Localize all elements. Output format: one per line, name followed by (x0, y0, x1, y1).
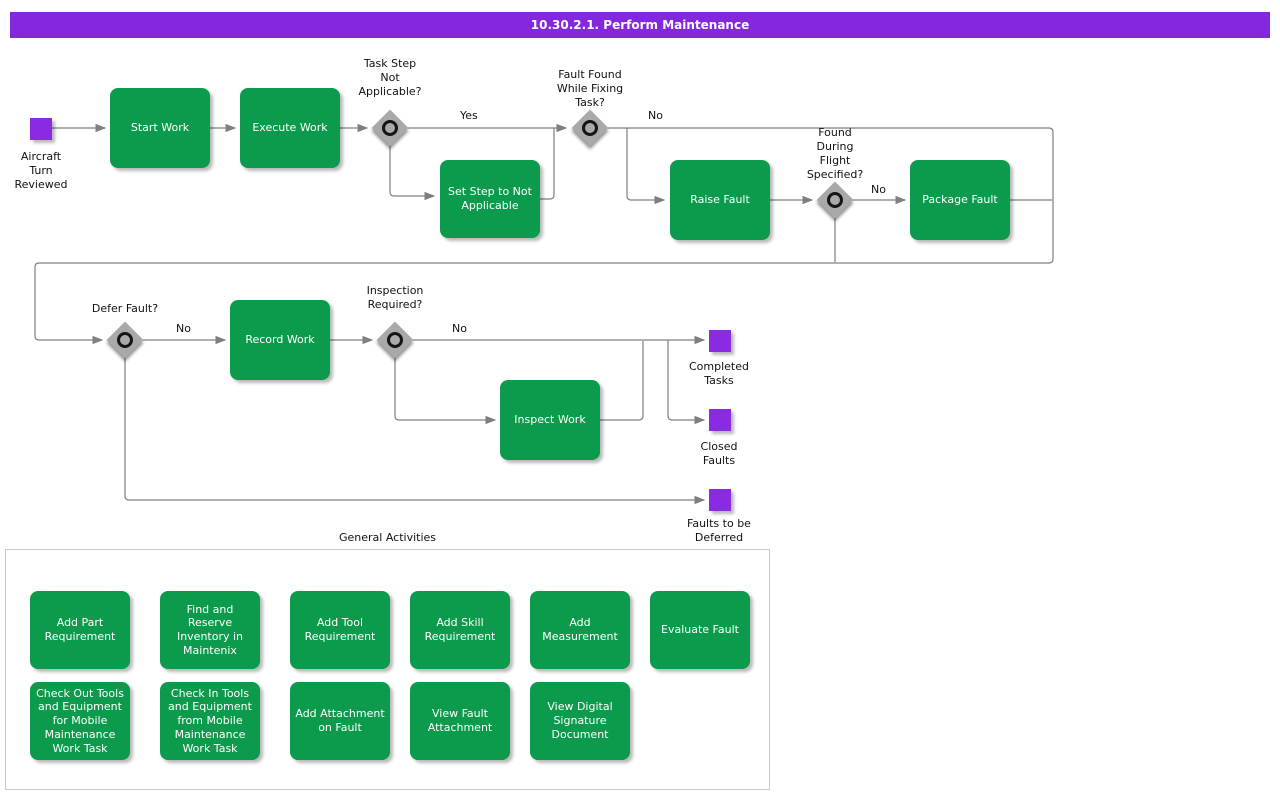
task-add-tool-requirement[interactable]: Add Tool Requirement (290, 591, 390, 669)
task-add-part-requirement[interactable]: Add Part Requirement (30, 591, 130, 669)
edge-label-no-fault-found: No (648, 109, 663, 122)
gateway-circle-icon (827, 192, 843, 208)
task-evaluate-fault[interactable]: Evaluate Fault (650, 591, 750, 669)
edge-branch-to-closedfaults (667, 340, 706, 425)
gateway-circle-icon (387, 332, 403, 348)
event-label-closed-faults: Closed Faults (700, 440, 738, 467)
task-add-skill-requirement[interactable]: Add Skill Requirement (410, 591, 510, 669)
task-execute-work[interactable]: Execute Work (240, 88, 340, 168)
gateway-circle-icon (382, 120, 398, 136)
event-completed-tasks[interactable] (709, 330, 731, 352)
task-add-attachment-on-fault[interactable]: Add Attachment on Fault (290, 682, 390, 760)
gateway-label-task-step: Task Step Not Applicable? (358, 57, 422, 98)
gateway-fault-found-while-fixing (571, 109, 609, 147)
edge-deferfault-to-deferred (124, 358, 706, 505)
gateway-label-inspection-required: Inspection Required? (366, 284, 424, 311)
gateway-label-defer-fault: Defer Fault? (91, 302, 159, 315)
gateway-task-step-not-applicable (371, 109, 409, 147)
event-closed-faults[interactable] (709, 409, 731, 431)
task-check-in-tools[interactable]: Check In Tools and Equipment from Mobile… (160, 682, 260, 760)
event-label-faults-to-be-deferred: Faults to be Deferred (687, 517, 751, 544)
task-start-work[interactable]: Start Work (110, 88, 210, 168)
event-aircraft-turn-reviewed[interactable] (30, 118, 52, 140)
diagram-title: 10.30.2.1. Perform Maintenance (530, 18, 750, 32)
task-view-digital-signature[interactable]: View Digital Signature Document (530, 682, 630, 760)
event-label-completed-tasks: Completed Tasks (689, 360, 749, 387)
edge-inspection-to-inspectwork (394, 358, 497, 425)
gateway-circle-icon (582, 120, 598, 136)
edge-label-yes: Yes (460, 109, 478, 122)
general-activities-title: General Activities (338, 531, 437, 544)
edge-label-no-flight-specified: No (871, 183, 886, 196)
gateway-inspection-required (376, 321, 414, 359)
gateway-circle-icon (117, 332, 133, 348)
task-find-reserve-inventory[interactable]: Find and Reserve Inventory in Maintenix (160, 591, 260, 669)
event-faults-to-be-deferred[interactable] (709, 489, 731, 511)
task-check-out-tools[interactable]: Check Out Tools and Equipment for Mobile… (30, 682, 130, 760)
diagram-title-bar: 10.30.2.1. Perform Maintenance (10, 12, 1270, 38)
edge-setstep-return (540, 128, 555, 200)
task-raise-fault[interactable]: Raise Fault (670, 160, 770, 240)
edge-faultfound-no-to-deferfault (34, 127, 1054, 345)
gateway-found-during-flight (816, 181, 854, 219)
task-inspect-work[interactable]: Inspect Work (500, 380, 600, 460)
task-set-step-to-not-applicable[interactable]: Set Step to Not Applicable (440, 160, 540, 238)
edge-branch-to-raisefault (626, 128, 666, 205)
edge-label-no-inspection: No (452, 322, 467, 335)
gateway-defer-fault (106, 321, 144, 359)
edge-taskstep-to-setstep (389, 146, 436, 201)
event-label-aircraft-turn-reviewed: Aircraft Turn Reviewed (14, 150, 68, 191)
task-record-work[interactable]: Record Work (230, 300, 330, 380)
edge-inspectwork-merge (600, 341, 644, 421)
task-package-fault[interactable]: Package Fault (910, 160, 1010, 240)
task-add-measurement[interactable]: Add Measurement (530, 591, 630, 669)
edge-label-no-defer-fault: No (176, 322, 191, 335)
gateway-label-found-during-flight: Found During Flight Specified? (806, 126, 864, 181)
task-view-fault-attachment[interactable]: View Fault Attachment (410, 682, 510, 760)
edge-group (34, 123, 1054, 505)
gateway-label-fault-found: Fault Found While Fixing Task? (556, 68, 624, 109)
